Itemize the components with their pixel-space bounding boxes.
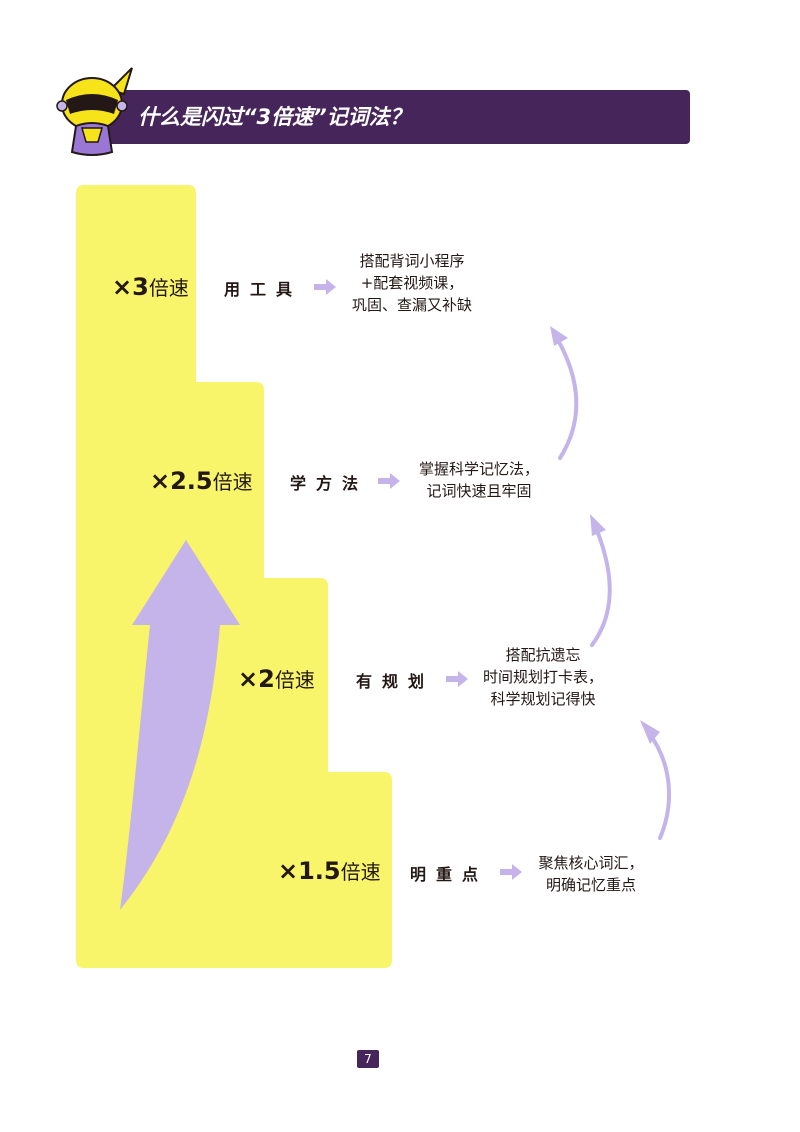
curved-arrow-1 (556, 338, 579, 460)
speed-unit: 倍速 (340, 860, 381, 884)
arrow-right-icon (378, 473, 400, 489)
desc-line: 科学规划记得快 (490, 690, 596, 708)
desc-line: 聚焦核心词汇， (538, 854, 644, 872)
method-label-focus: 明重点 (410, 865, 489, 884)
desc-3x: 搭配背词小程序 +配套视频课， 巩固、查漏又补缺 (332, 250, 492, 316)
header-bar (92, 90, 690, 144)
speed-unit: 倍速 (148, 276, 189, 300)
curved-arrow-1-head (550, 326, 568, 346)
desc-line: 时间规划打卡表， (482, 668, 603, 686)
curved-arrow-3 (646, 730, 672, 840)
desc-2-5x: 掌握科学记忆法， 记词快速且牢固 (404, 458, 554, 502)
desc-line: +配套视频课， (360, 274, 464, 292)
speed-multiplier: ×2.5 (150, 467, 213, 495)
speed-unit: 倍速 (274, 668, 315, 692)
speed-multiplier: ×3 (112, 273, 149, 301)
desc-2x: 搭配抗遗忘 时间规划打卡表， 科学规划记得快 (470, 644, 616, 710)
speed-label-2x: ×2倍速 (238, 664, 315, 693)
desc-line: 明确记忆重点 (545, 876, 636, 894)
desc-line: 巩固、查漏又补缺 (351, 296, 472, 314)
arrow-right-icon (500, 864, 522, 880)
curved-arrow-2-head (590, 514, 606, 536)
desc-line: 搭配背词小程序 (359, 252, 465, 270)
mascot-icon (56, 67, 133, 156)
desc-line: 掌握科学记忆法， (418, 460, 539, 478)
big-rising-arrow (120, 540, 240, 910)
speed-unit: 倍速 (212, 470, 253, 494)
curved-arrow-3-head (640, 720, 660, 744)
method-label-methods: 学方法 (290, 474, 369, 493)
speed-label-2-5x: ×2.5倍速 (150, 466, 253, 495)
speed-label-3x: ×3倍速 (112, 272, 189, 301)
desc-line: 记词快速且牢固 (426, 482, 532, 500)
speed-multiplier: ×2 (238, 665, 275, 693)
method-label-tools: 用工具 (224, 280, 303, 299)
speed-label-1-5x: ×1.5倍速 (278, 856, 381, 885)
page-number: 7 (357, 1050, 379, 1068)
speed-multiplier: ×1.5 (278, 857, 341, 885)
method-label-planning: 有规划 (356, 672, 435, 691)
desc-1-5x: 聚焦核心词汇， 明确记忆重点 (526, 852, 656, 896)
page-title: 什么是闪过“3倍速”记词法？ (138, 105, 411, 129)
arrow-right-icon (314, 279, 336, 295)
arrow-right-icon (446, 671, 468, 687)
desc-line: 搭配抗遗忘 (505, 646, 581, 664)
curved-arrow-2 (590, 526, 612, 647)
